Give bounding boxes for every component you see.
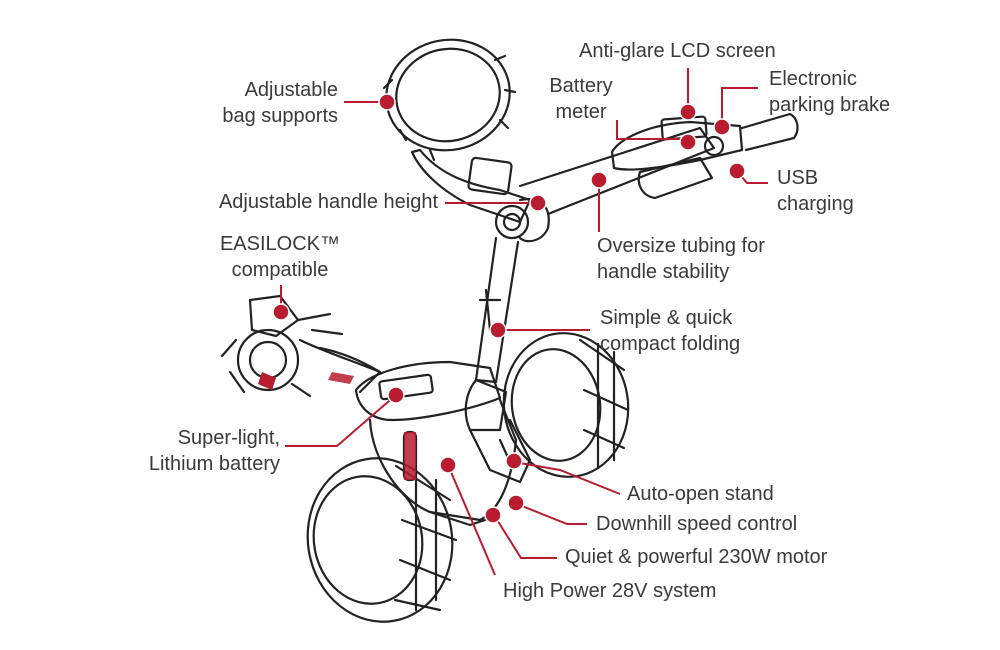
leader-battery-meter [616, 120, 688, 140]
label-power: High Power 28V system [503, 580, 717, 602]
dot-tubing [590, 171, 608, 189]
label-battery: Super-light, Lithium battery [148, 427, 280, 475]
dot-bag-supports [378, 93, 396, 111]
label-usb: USB charging [777, 167, 854, 215]
label-folding: Simple & quick compact folding [600, 307, 741, 355]
leader-motor [493, 514, 557, 559]
label-handle-height: Adjustable handle height [218, 191, 438, 213]
dot-folding [489, 321, 507, 339]
dot-downhill [507, 494, 525, 512]
leader-parking-brake [721, 87, 758, 127]
label-lcd: Anti-glare LCD screen [579, 40, 776, 62]
label-tubing: Oversize tubing for handle stability [597, 235, 765, 283]
label-battery-meter: Battery meter [549, 75, 613, 123]
dot-motor [484, 506, 502, 524]
dot-power [439, 456, 457, 474]
dot-handle-height [529, 194, 547, 212]
label-easilock: EASILOCK™ compatible [219, 233, 341, 281]
leader-downhill [516, 503, 587, 525]
label-bag-supports: Adjustable bag supports [222, 79, 338, 127]
label-downhill: Downhill speed control [596, 513, 798, 535]
dot-usb [728, 162, 746, 180]
dot-easilock [272, 303, 290, 321]
callout-dots [272, 93, 746, 524]
dot-lcd [679, 103, 697, 121]
leader-battery [285, 394, 397, 447]
trolley-accents [258, 372, 416, 480]
label-parking-brake: Electronic parking brake [769, 68, 891, 116]
dot-battery-meter [679, 133, 697, 151]
dot-parking-brake [713, 118, 731, 136]
label-motor: Quiet & powerful 230W motor [565, 546, 828, 568]
label-stand: Auto-open stand [627, 483, 774, 505]
dot-stand [505, 452, 523, 470]
dot-battery [387, 386, 405, 404]
leader-power [447, 464, 496, 576]
trolley-outline [220, 38, 799, 623]
leader-stand [513, 461, 621, 495]
